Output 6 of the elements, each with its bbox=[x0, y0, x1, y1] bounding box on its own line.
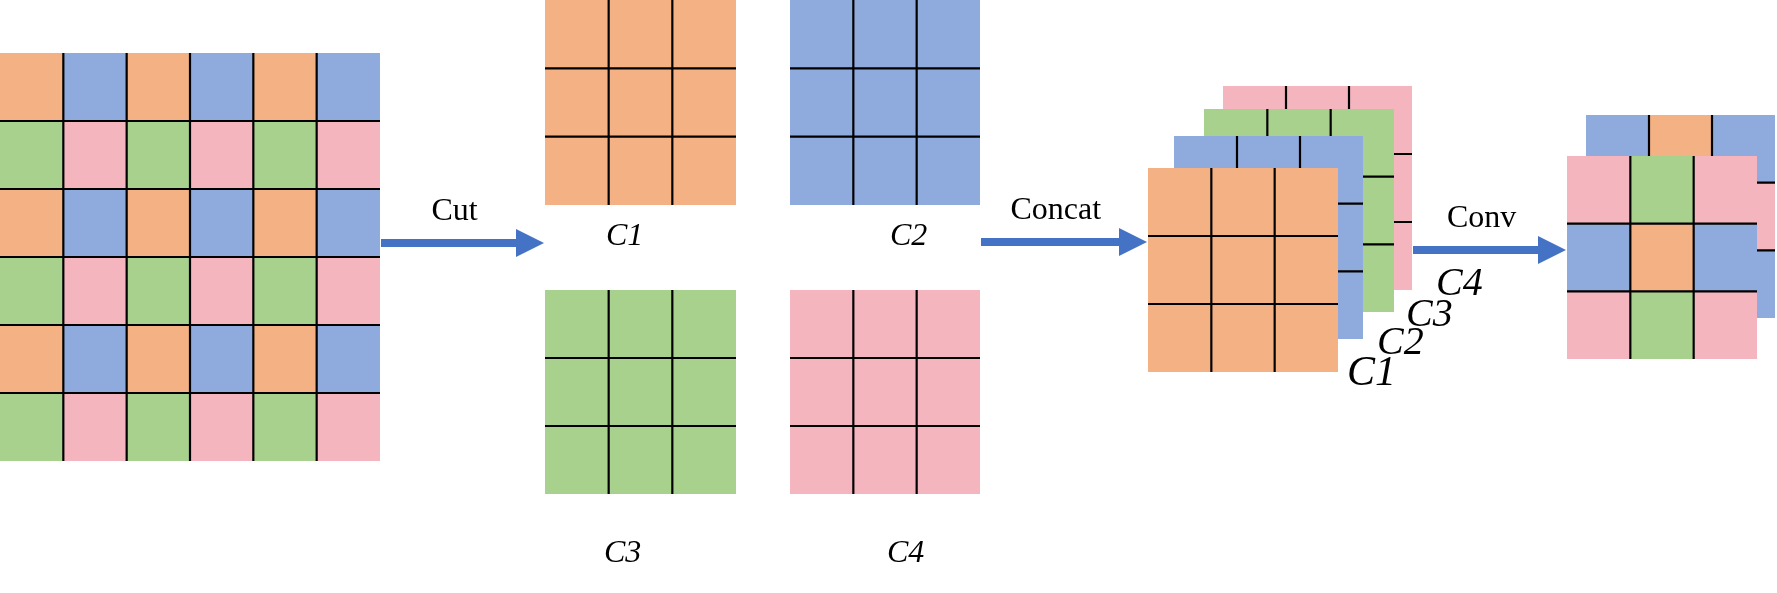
grid-label: C3 bbox=[604, 535, 642, 567]
grid-label: C4 bbox=[887, 535, 925, 567]
arrow bbox=[381, 229, 544, 257]
arrow bbox=[1413, 236, 1566, 264]
grid-label: C2 bbox=[890, 218, 928, 250]
grid-label: C1 bbox=[606, 218, 644, 250]
